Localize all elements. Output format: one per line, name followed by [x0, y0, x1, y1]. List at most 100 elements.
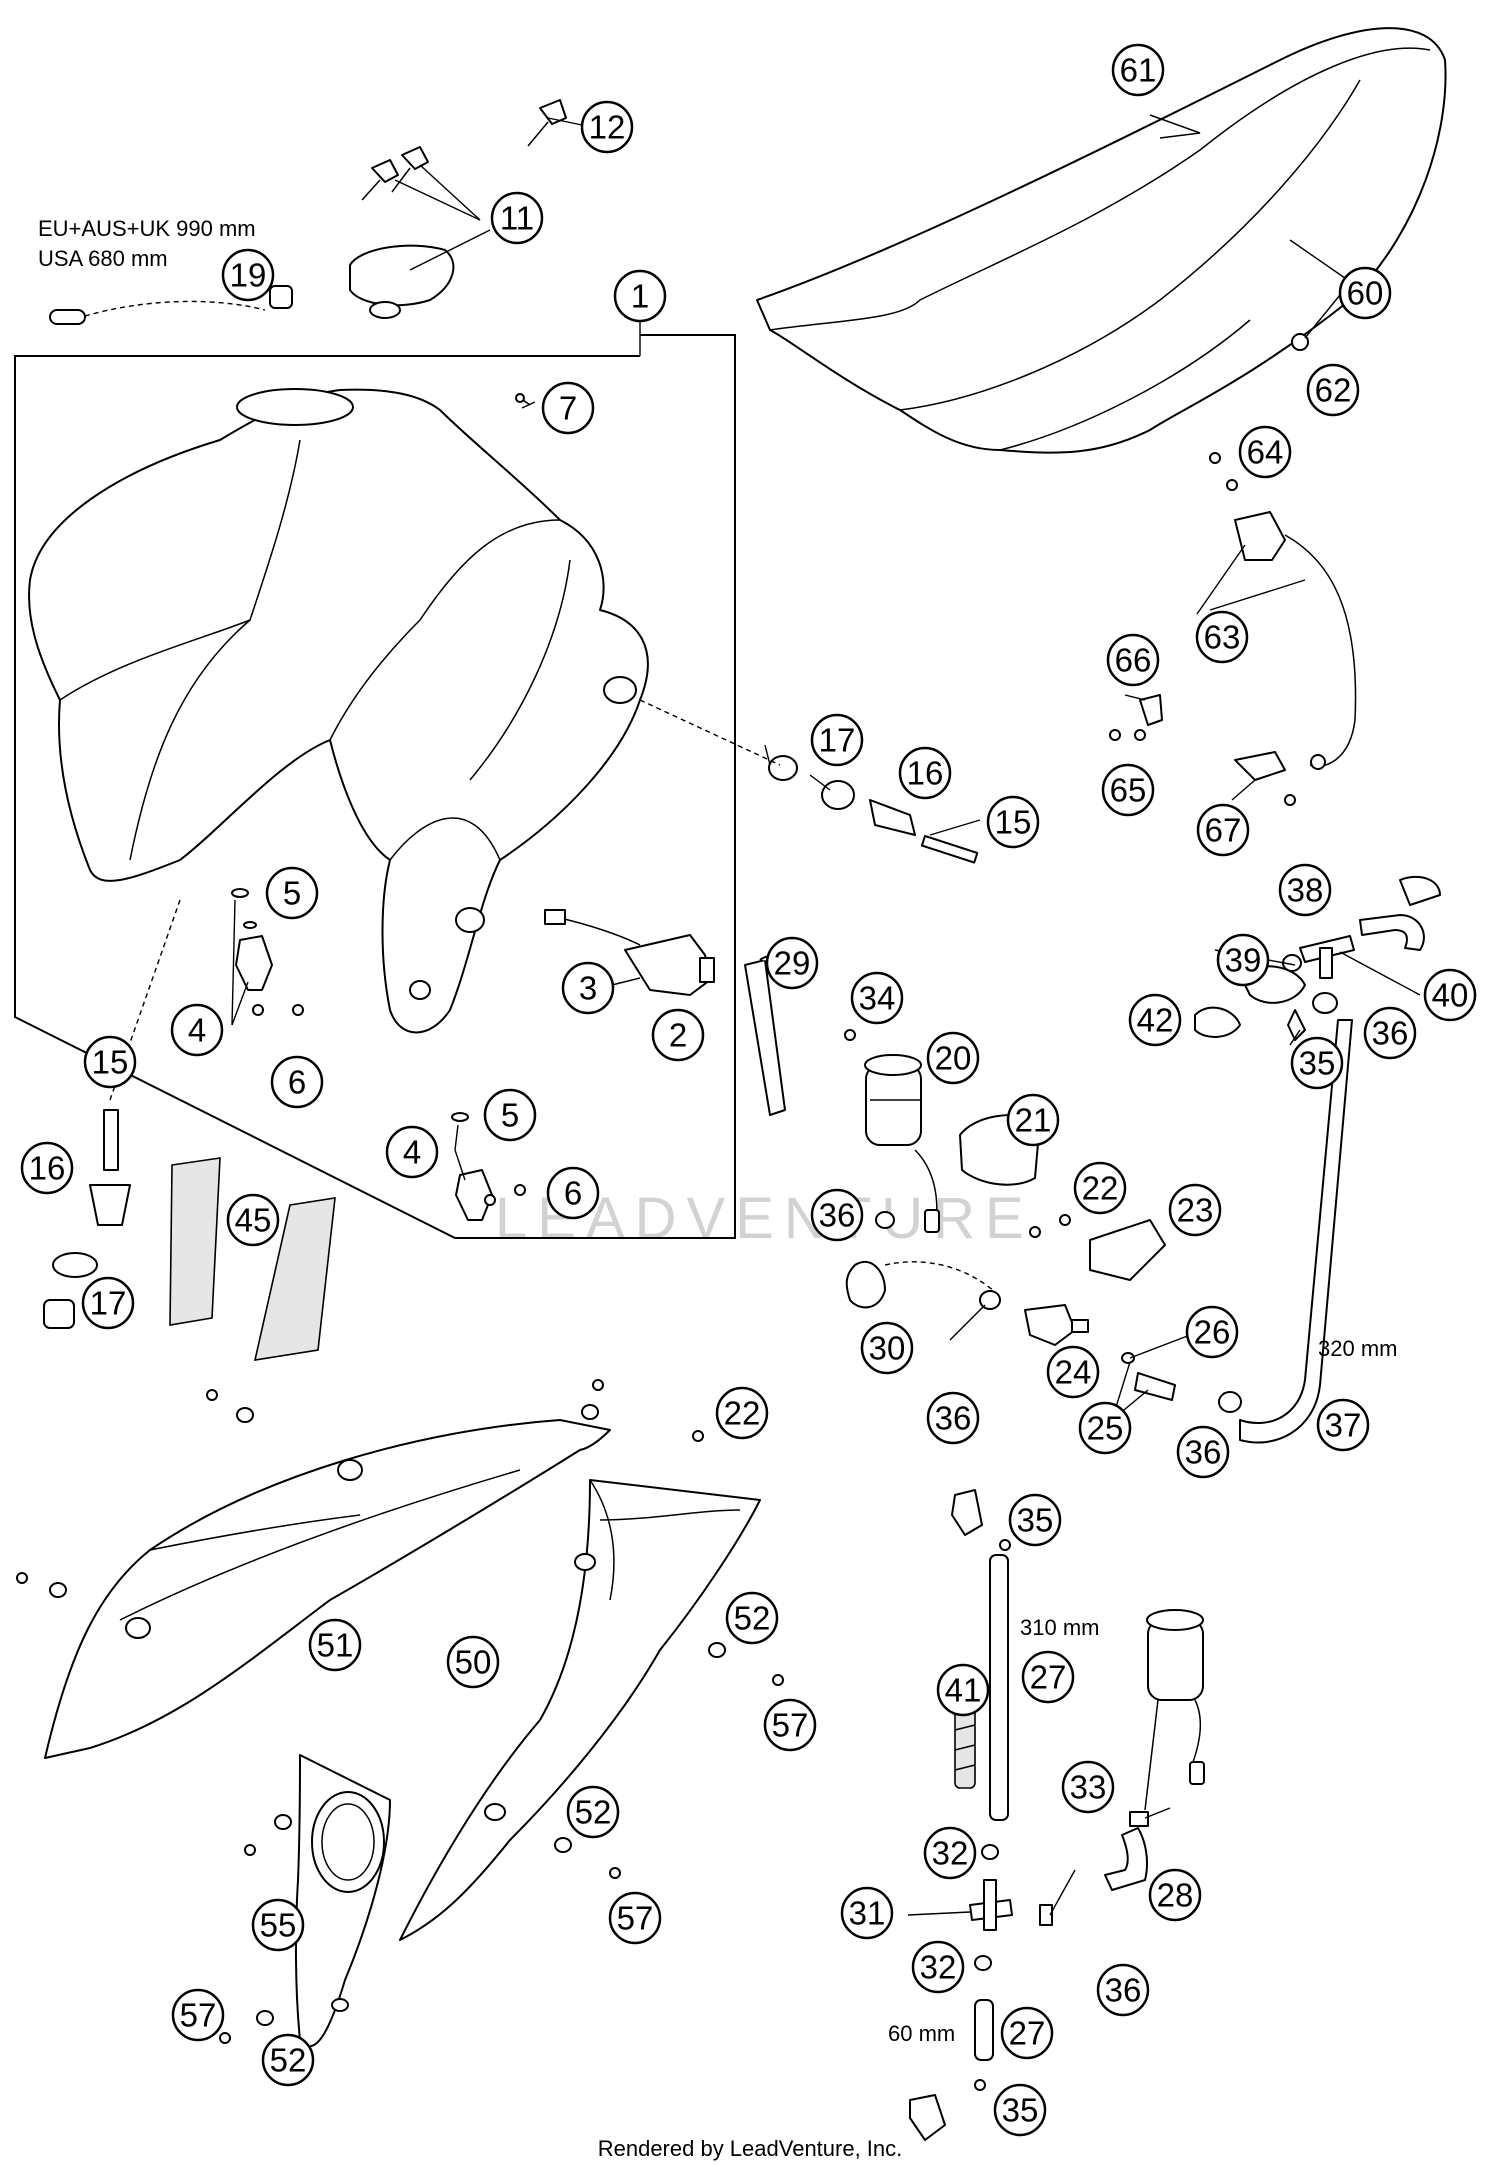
screw-57-top-left[interactable]	[206, 1389, 218, 1401]
callout-27b[interactable]: 27	[1000, 2006, 1054, 2060]
callout-3[interactable]: 3	[561, 961, 615, 1015]
screws-6b[interactable]	[484, 1184, 526, 1206]
screw-57-plate-left[interactable]	[244, 1844, 256, 1856]
screw-15a[interactable]	[103, 1109, 119, 1171]
callout-52b[interactable]: 52	[566, 1785, 620, 1839]
grommet-62[interactable]	[1291, 333, 1309, 351]
bracket-67[interactable]	[1234, 751, 1296, 806]
callout-38[interactable]: 38	[1278, 863, 1332, 917]
callout-32a[interactable]: 32	[923, 1826, 977, 1880]
hose-clip-36d[interactable]	[1312, 992, 1338, 1014]
clamp-35b[interactable]	[951, 1489, 983, 1536]
clip-32a[interactable]	[981, 1844, 999, 1860]
callout-55[interactable]: 55	[251, 1898, 305, 1952]
screws-64[interactable]	[1209, 452, 1238, 491]
hose-clip-36b[interactable]	[979, 1290, 1001, 1310]
nut-52-top-left[interactable]	[236, 1407, 254, 1423]
screws-6a[interactable]	[252, 1004, 304, 1016]
clip-near-35b[interactable]	[999, 1539, 1011, 1551]
callout-51[interactable]: 51	[308, 1618, 362, 1672]
callout-50[interactable]: 50	[446, 1635, 500, 1689]
callout-28[interactable]: 28	[1148, 1868, 1202, 1922]
callout-2[interactable]: 2	[651, 1008, 705, 1062]
screws-65[interactable]	[1109, 729, 1146, 741]
callout-19[interactable]: 19	[221, 248, 275, 302]
hose-clip-36c[interactable]	[1218, 1391, 1242, 1413]
callout-40[interactable]: 40	[1423, 968, 1477, 1022]
callout-1[interactable]: 1	[613, 269, 667, 323]
t-piece-40[interactable]	[1299, 935, 1355, 979]
callout-25[interactable]: 25	[1078, 1401, 1132, 1455]
callout-31[interactable]: 31	[840, 1886, 894, 1940]
screw-57-mid-left[interactable]	[16, 1572, 28, 1584]
number-plate-55[interactable]	[294, 1754, 391, 2048]
sensor-25[interactable]	[1134, 1372, 1176, 1401]
callout-23[interactable]: 23	[1168, 1183, 1222, 1237]
nut-52-top[interactable]	[581, 1404, 599, 1420]
callout-32b[interactable]: 32	[911, 1940, 965, 1994]
callout-16b[interactable]: 16	[898, 746, 952, 800]
callout-4a[interactable]: 4	[170, 1003, 224, 1057]
screws-22b[interactable]	[692, 1430, 704, 1442]
screw-57c[interactable]	[219, 2032, 231, 2044]
sensor-24[interactable]	[1024, 1304, 1089, 1346]
callout-41[interactable]: 41	[936, 1663, 990, 1717]
hose-28[interactable]	[1104, 1827, 1148, 1891]
cable-19[interactable]	[49, 285, 293, 325]
callout-36e[interactable]: 36	[1096, 1963, 1150, 2017]
callout-64[interactable]: 64	[1238, 425, 1292, 479]
nut-52c[interactable]	[256, 2010, 274, 2026]
nut-52-mid-left[interactable]	[49, 1582, 67, 1598]
callout-42[interactable]: 42	[1128, 993, 1182, 1047]
screw-7[interactable]	[515, 393, 531, 406]
filter-30[interactable]	[845, 1260, 886, 1309]
fuel-tank[interactable]	[28, 388, 649, 1034]
callout-22b[interactable]: 22	[715, 1386, 769, 1440]
hose-27a[interactable]	[989, 1554, 1009, 1821]
fuel-pump-33[interactable]	[1144, 1609, 1205, 1811]
spacer-15b[interactable]	[869, 799, 979, 864]
bracket-23[interactable]	[1089, 1219, 1166, 1281]
hose-clip-36a[interactable]	[875, 1211, 895, 1229]
rubber-17b[interactable]	[768, 755, 798, 781]
callout-37[interactable]: 37	[1316, 1398, 1370, 1452]
fuel-valve-4b[interactable]	[455, 1169, 493, 1221]
hose-elbow[interactable]	[1359, 875, 1441, 951]
callout-35a[interactable]: 35	[1290, 1036, 1344, 1090]
callout-62[interactable]: 62	[1306, 363, 1360, 417]
callout-35c[interactable]: 35	[993, 2083, 1047, 2137]
callout-35b[interactable]: 35	[1008, 1493, 1062, 1547]
hose-37[interactable]	[1239, 1019, 1353, 1444]
callout-26[interactable]: 26	[1185, 1305, 1239, 1359]
nut-52b[interactable]	[554, 1837, 572, 1853]
screw-57b[interactable]	[609, 1867, 621, 1879]
callout-57b[interactable]: 57	[608, 1891, 662, 1945]
callout-63[interactable]: 63	[1195, 610, 1249, 664]
callout-29[interactable]: 29	[765, 936, 819, 990]
callout-27a[interactable]: 27	[1021, 1650, 1075, 1704]
callout-60[interactable]: 60	[1338, 266, 1392, 320]
callout-36d[interactable]: 36	[1363, 1006, 1417, 1060]
clamp-35a[interactable]	[1287, 1009, 1306, 1041]
callout-61[interactable]: 61	[1111, 43, 1165, 97]
side-cover-51[interactable]	[44, 1419, 611, 1759]
o-ring-5b[interactable]	[451, 1112, 469, 1122]
callout-11[interactable]: 11	[490, 191, 544, 245]
screw-57a[interactable]	[772, 1674, 784, 1686]
callout-6b[interactable]: 6	[546, 1166, 600, 1220]
callout-21[interactable]: 21	[1006, 1093, 1060, 1147]
screw-3[interactable]	[611, 977, 641, 986]
callout-34[interactable]: 34	[850, 971, 904, 1025]
bushing-16b[interactable]	[821, 780, 855, 810]
t-piece-31[interactable]	[969, 1879, 1013, 1931]
clip-35c[interactable]	[974, 2079, 986, 2091]
callout-36b[interactable]: 36	[926, 1391, 980, 1445]
callout-67[interactable]: 67	[1196, 803, 1250, 857]
side-cover-50[interactable]	[399, 1479, 761, 1941]
clip-32b[interactable]	[974, 1955, 992, 1971]
callout-45[interactable]: 45	[226, 1193, 280, 1247]
screw-34[interactable]	[844, 1029, 856, 1041]
clamp-33[interactable]	[1129, 1811, 1149, 1827]
foam-45[interactable]	[169, 1157, 336, 1361]
callout-6a[interactable]: 6	[270, 1055, 324, 1109]
